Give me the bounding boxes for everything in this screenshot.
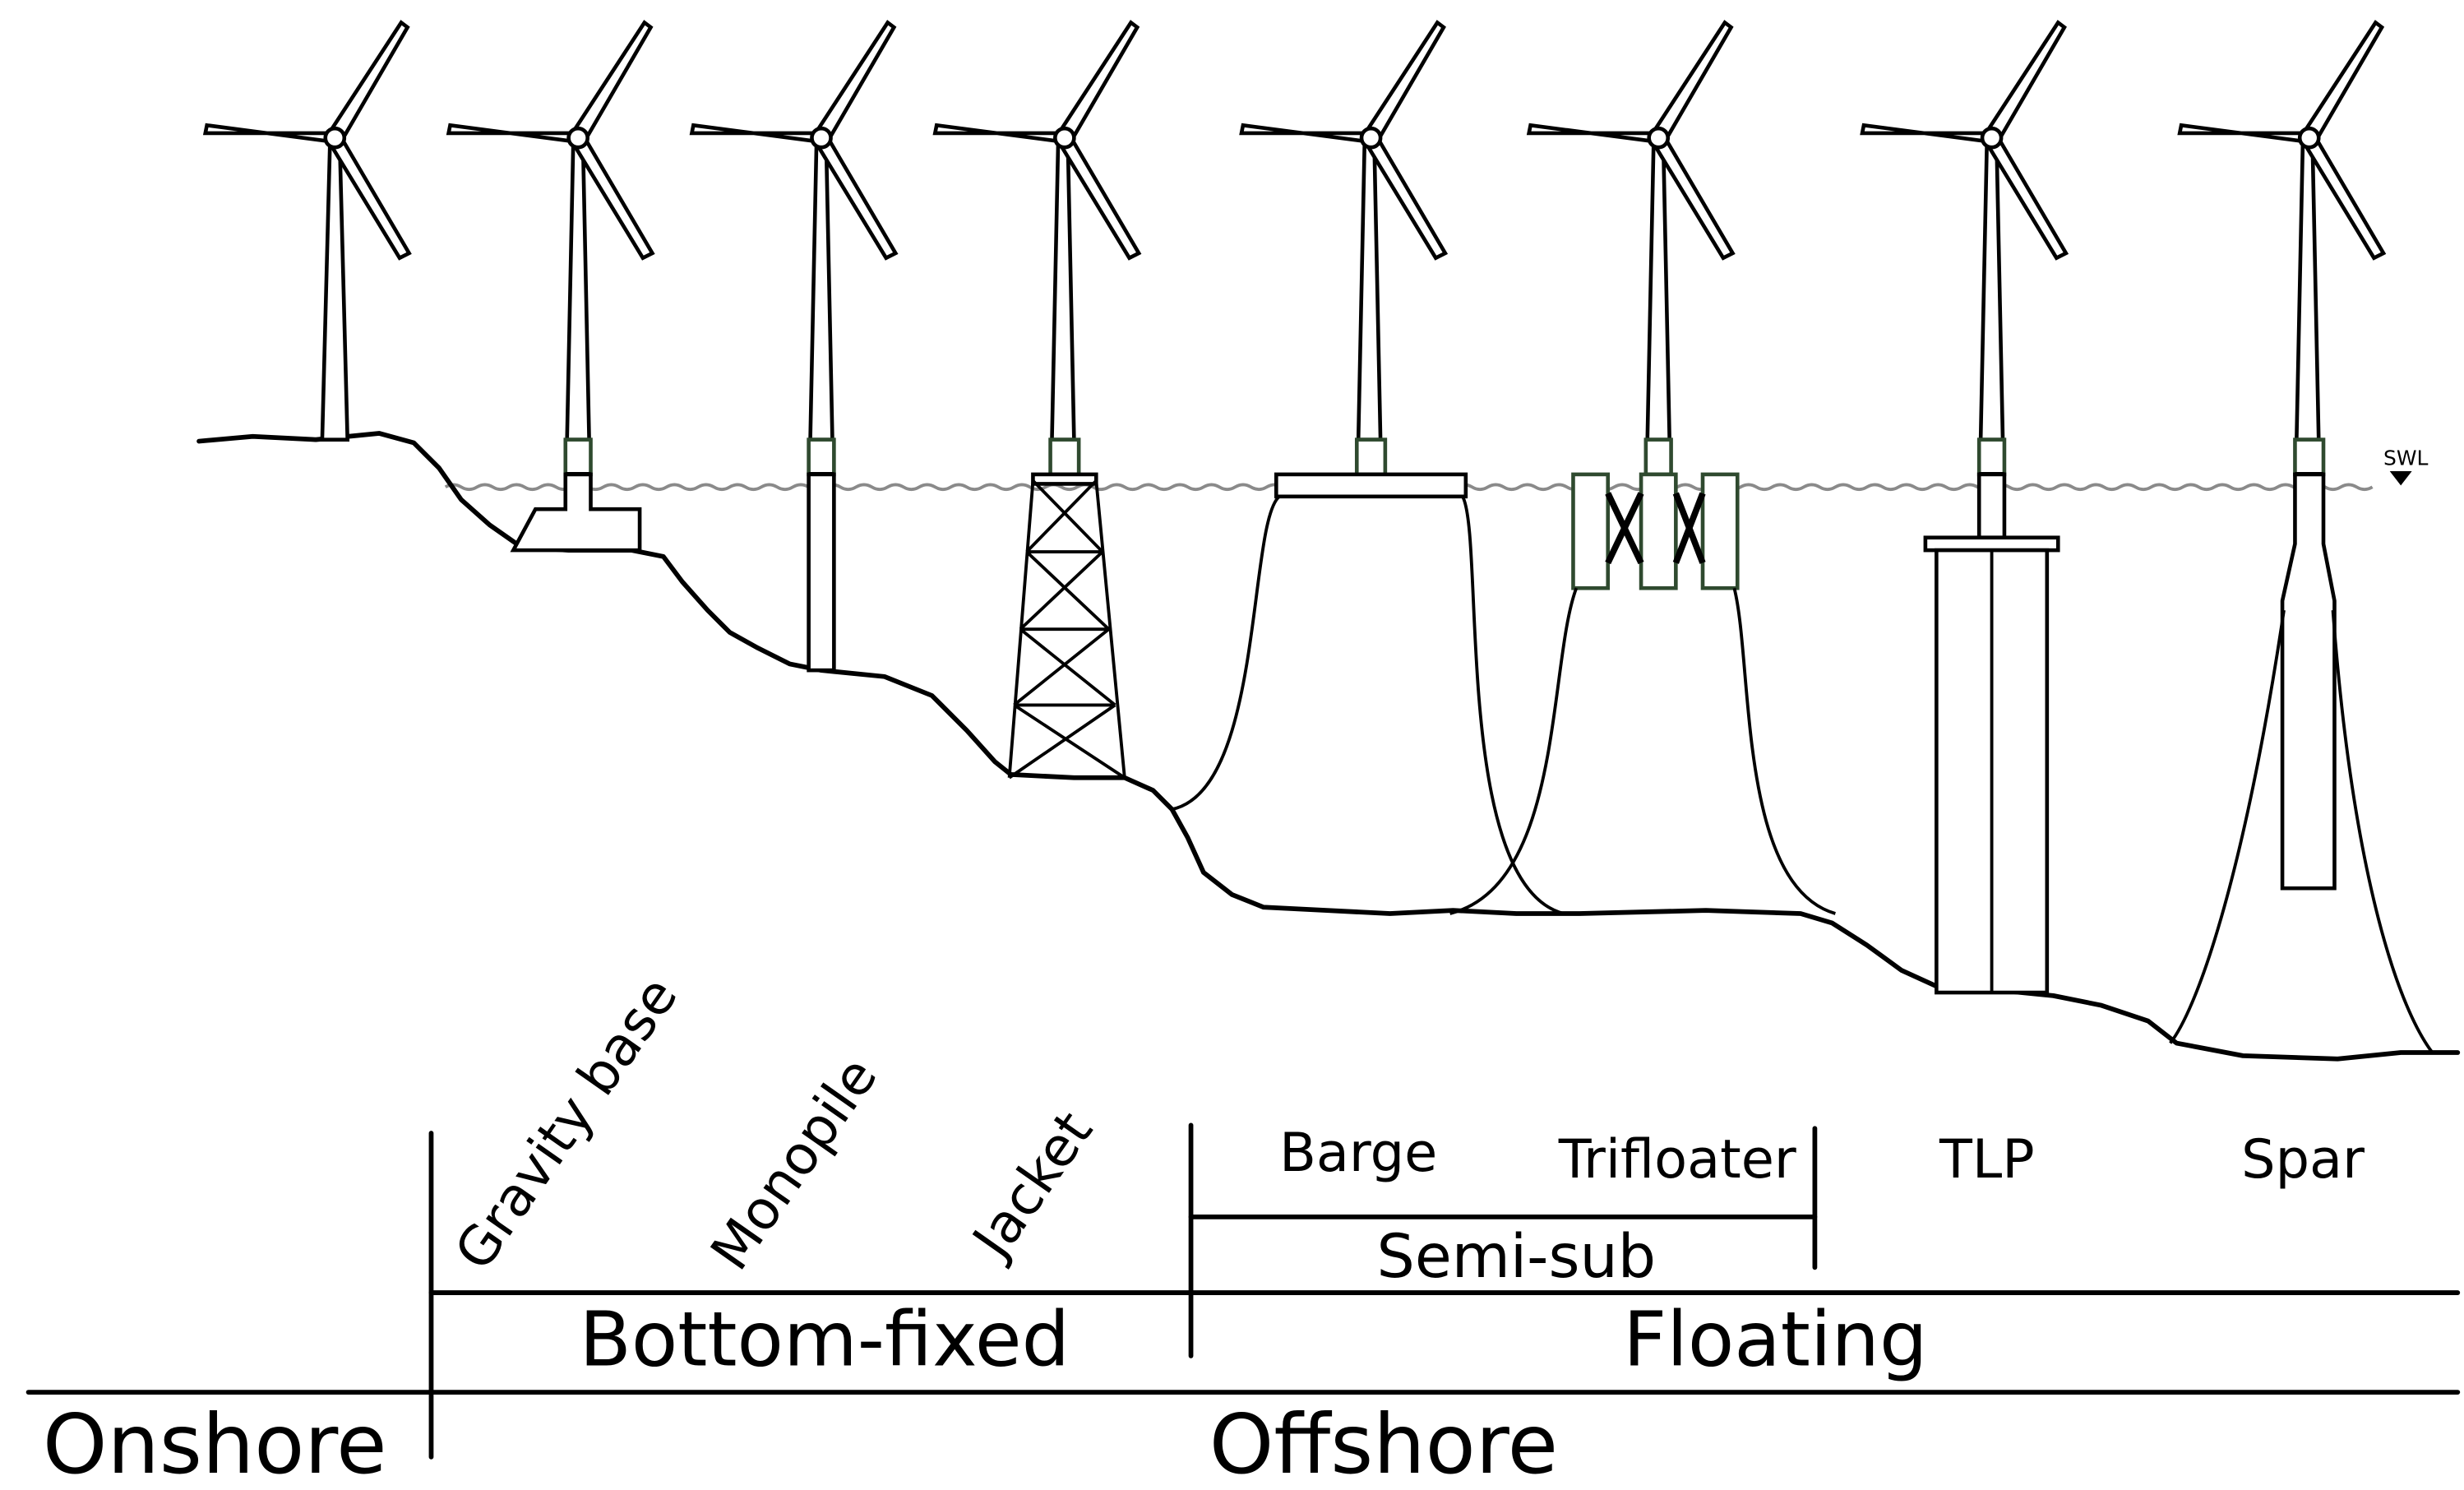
label-tlp: TLP	[1939, 1128, 2035, 1191]
label-jacket: Jacket	[959, 1100, 1105, 1271]
swl-marker: SWL	[2383, 446, 2429, 486]
label-barge: Barge	[1279, 1122, 1437, 1184]
label-trifloater: Trifloater	[1558, 1128, 1796, 1191]
label-onshore: Onshore	[43, 1396, 387, 1486]
turbine-gravity-base	[449, 22, 653, 553]
label-bottom-fixed: Bottom-fixed	[580, 1294, 1070, 1383]
label-monopile: Monopile	[699, 1047, 890, 1282]
turbine-onshore	[206, 22, 409, 442]
label-gravity-base: Gravity base	[443, 966, 690, 1281]
label-semi-sub: Semi-sub	[1376, 1222, 1656, 1292]
turbine-trifloater	[1449, 22, 1836, 915]
label-spar: Spar	[2241, 1128, 2365, 1191]
classification-lines	[25, 1122, 2461, 1460]
turbine-jacket	[935, 22, 1139, 780]
turbine-barge	[1172, 22, 1565, 915]
label-offshore: Offshore	[1209, 1396, 1558, 1486]
turbine-spar	[2169, 22, 2434, 1054]
turbine-tlp	[1862, 22, 2066, 995]
label-floating: Floating	[1623, 1294, 1927, 1383]
turbine-monopile	[691, 22, 895, 673]
swl-triangle-icon	[2389, 471, 2412, 486]
swl-label: SWL	[2383, 446, 2429, 470]
